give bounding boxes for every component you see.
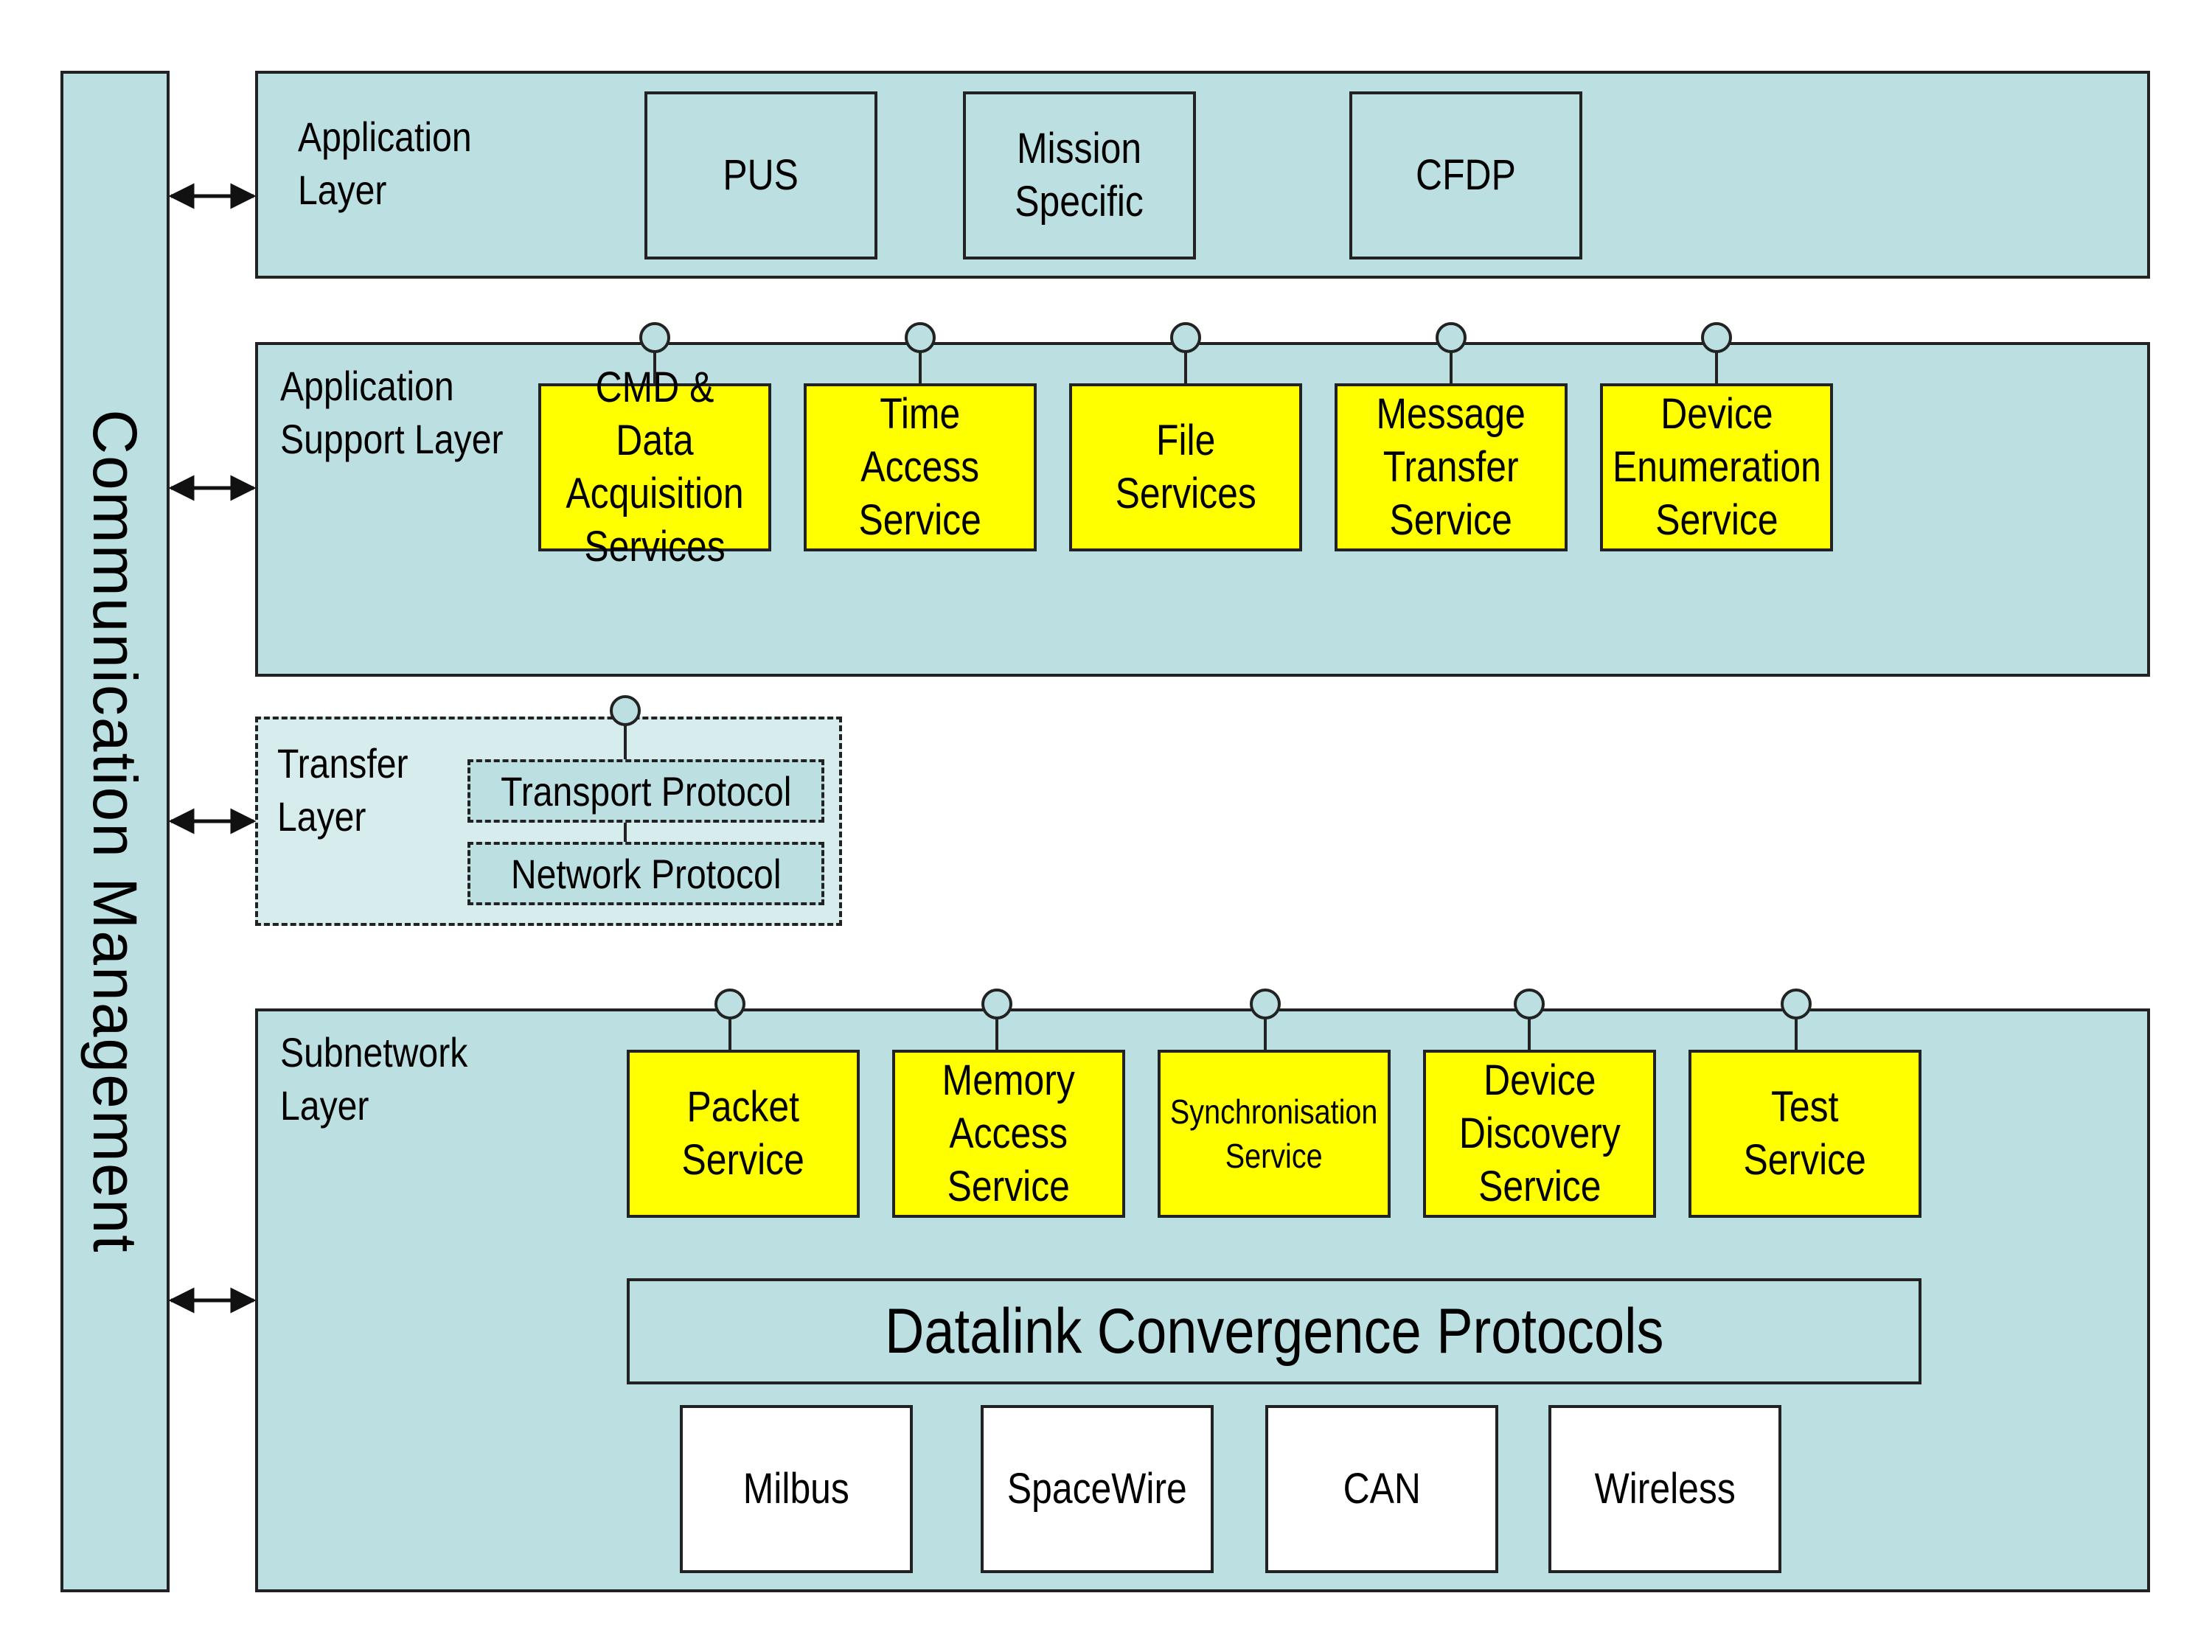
pus-box: PUS [644,91,877,259]
wireless-box: Wireless [1548,1405,1781,1573]
transfer-layer-title: Transfer Layer [277,740,408,840]
device-enumeration-service-box: Device Enumeration Service [1600,383,1833,551]
application-support-layer-title: Application Support Layer [280,363,504,462]
network-protocol-box: Network Protocol [467,842,824,905]
communication-management-label: Communication Management [80,409,150,1254]
communication-management-bar [60,71,170,1592]
can-box: CAN [1265,1405,1498,1573]
cfdp-box: CFDP [1349,91,1582,259]
cmd-data-acquisition-services-box: CMD & Data Acquisition Services [538,363,771,571]
test-service-box: Test Service [1688,1050,1921,1218]
message-transfer-service-box: Message Transfer Service [1335,383,1568,551]
application-layer: Application Layer [255,71,2150,279]
file-services-box: File Services [1069,383,1302,551]
mission-specific-box: Mission Specific [963,91,1196,259]
device-discovery-service-box: Device Discovery Service [1423,1050,1656,1218]
application-layer-title: Application Layer [298,114,472,213]
synchronisation-service-box: Synchronisation Service [1158,1050,1391,1218]
spacewire-box: SpaceWire [981,1405,1214,1573]
milbus-box: Milbus [680,1405,913,1573]
packet-service-box: Packet Service [627,1050,860,1218]
time-access-service-box: Time Access Service [804,383,1037,551]
transport-protocol-box: Transport Protocol [467,759,824,823]
memory-access-service-box: Memory Access Service [892,1050,1125,1218]
subnetwork-layer-title: Subnetwork Layer [280,1029,468,1129]
datalink-convergence-protocols-box: Datalink Convergence Protocols [627,1278,1921,1384]
